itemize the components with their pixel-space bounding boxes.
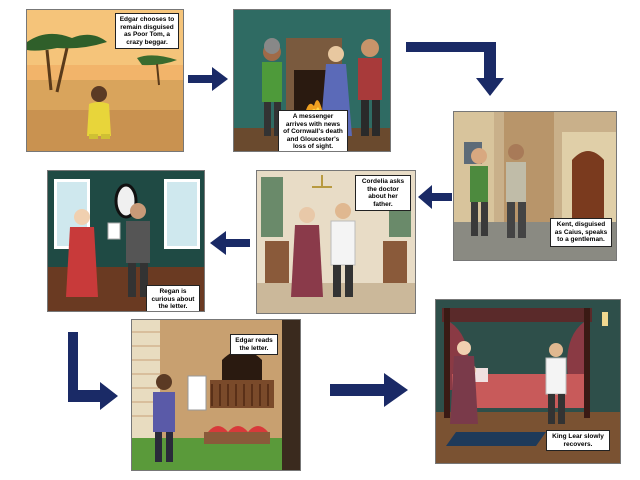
panel-5-caption: Regan is curious about the letter. <box>146 285 200 311</box>
arrow-right-icon <box>330 373 408 407</box>
storyboard-panel-5: Regan is curious about the letter. <box>48 171 204 311</box>
storyboard-panel-3: Kent, disguised as Caius, speaks to a ge… <box>454 112 616 260</box>
panel-1-caption: Edgar chooses to remain disguised as Poo… <box>115 13 179 49</box>
storyboard-panel-2: A messenger arrives with news of Cornwal… <box>234 10 390 151</box>
panel-6-caption: Edgar reads the letter. <box>230 334 278 355</box>
arrow-right-icon <box>188 67 228 91</box>
panel-4-caption: Cordelia asks the doctor about her fathe… <box>355 175 411 211</box>
arrow-left-icon <box>418 185 452 209</box>
panel-3-scene <box>454 112 616 260</box>
panel-2-caption: A messenger arrives with news of Cornwal… <box>278 110 348 151</box>
panel-3-caption: Kent, disguised as Caius, speaks to a ge… <box>550 218 612 247</box>
storyboard-panel-4: Cordelia asks the doctor about her fathe… <box>257 171 415 313</box>
storyboard-panel-1: Edgar chooses to remain disguised as Poo… <box>27 10 183 151</box>
arrow-left-icon <box>210 231 250 255</box>
panel-7-scene <box>436 300 620 463</box>
storyboard-panel-6: Edgar reads the letter. <box>132 320 300 470</box>
panel-7-caption: King Lear slowly recovers. <box>546 430 610 451</box>
arrow-elbow-right-icon <box>68 332 118 410</box>
storyboard-panel-7: King Lear slowly recovers. <box>436 300 620 463</box>
arrow-elbow-down-icon <box>406 42 504 96</box>
